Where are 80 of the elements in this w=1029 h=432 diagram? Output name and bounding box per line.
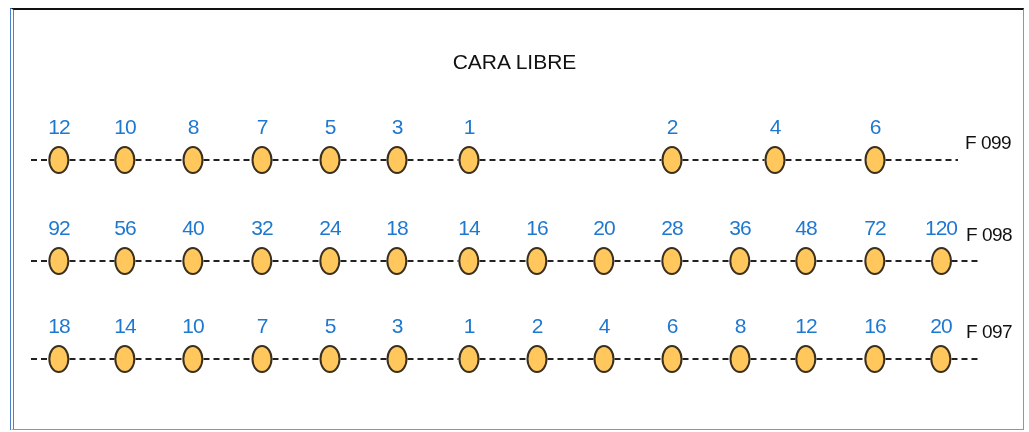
row-label: F 098	[966, 224, 1013, 246]
number-label: 3	[391, 313, 403, 339]
dashed-line	[682, 357, 730, 361]
dashed-line	[951, 357, 980, 361]
dashed-line	[682, 158, 765, 162]
dashed-line	[31, 259, 49, 263]
number-label: 14	[458, 215, 480, 241]
number-label: 1	[463, 313, 475, 339]
dashed-line	[479, 259, 527, 263]
row-label: F 097	[966, 321, 1013, 343]
dashed-line	[750, 259, 796, 263]
number-label: 7	[256, 114, 268, 140]
number-label: 14	[114, 313, 136, 339]
number-label: 28	[661, 215, 683, 241]
number-label: 10	[182, 313, 204, 339]
dashed-line	[135, 259, 183, 263]
dashed-line	[885, 357, 931, 361]
dashed-line	[479, 158, 662, 162]
dashed-line	[785, 158, 865, 162]
number-label: 16	[864, 313, 886, 339]
dashed-line	[885, 259, 931, 263]
number-label: 40	[182, 215, 204, 241]
dashed-line	[682, 259, 730, 263]
number-label: 120	[925, 215, 957, 241]
number-label: 12	[795, 313, 817, 339]
dashed-line	[272, 259, 320, 263]
number-label: 4	[769, 114, 781, 140]
number-label: 2	[666, 114, 678, 140]
dashed-line	[479, 357, 527, 361]
number-label: 20	[593, 215, 615, 241]
dashed-line	[340, 158, 387, 162]
number-label: 18	[386, 215, 408, 241]
number-label: 5	[324, 313, 336, 339]
number-label: 1	[463, 114, 475, 140]
number-label: 24	[319, 215, 341, 241]
dashed-line	[135, 158, 183, 162]
dashed-line	[547, 259, 594, 263]
number-label: 8	[187, 114, 199, 140]
dashed-line	[816, 259, 865, 263]
dashed-line	[203, 357, 252, 361]
number-label: 8	[734, 313, 746, 339]
dashed-line	[340, 357, 387, 361]
number-label: 10	[114, 114, 136, 140]
dashed-line	[135, 357, 183, 361]
dashed-line	[69, 357, 115, 361]
dashed-line	[750, 357, 796, 361]
dashed-line	[203, 259, 252, 263]
dashed-line	[885, 158, 958, 162]
number-label: 32	[251, 215, 273, 241]
number-label: 2	[531, 313, 543, 339]
number-label: 16	[526, 215, 548, 241]
dashed-line	[951, 259, 980, 263]
number-label: 6	[869, 114, 881, 140]
dashed-line	[69, 259, 115, 263]
number-label: 5	[324, 114, 336, 140]
dashed-line	[69, 158, 115, 162]
dashed-line	[203, 158, 252, 162]
dashed-line	[614, 259, 662, 263]
dashed-line	[340, 259, 387, 263]
number-label: 12	[48, 114, 70, 140]
number-label: 36	[729, 215, 751, 241]
number-label: 72	[864, 215, 886, 241]
number-label: 56	[114, 215, 136, 241]
row-label: F 099	[965, 132, 1012, 154]
number-label: 48	[795, 215, 817, 241]
dashed-line	[272, 158, 320, 162]
dashed-line	[614, 357, 662, 361]
dashed-line	[816, 357, 865, 361]
number-label: 92	[48, 215, 70, 241]
number-label: 3	[391, 114, 403, 140]
number-label: 18	[48, 313, 70, 339]
dashed-line	[31, 158, 49, 162]
number-label: 20	[930, 313, 952, 339]
dashed-line	[31, 357, 49, 361]
number-label: 4	[598, 313, 610, 339]
number-label: 7	[256, 313, 268, 339]
dashed-line	[547, 357, 594, 361]
dashed-line	[272, 357, 320, 361]
diagram-title: CARA LIBRE	[452, 50, 577, 74]
number-label: 6	[666, 313, 678, 339]
